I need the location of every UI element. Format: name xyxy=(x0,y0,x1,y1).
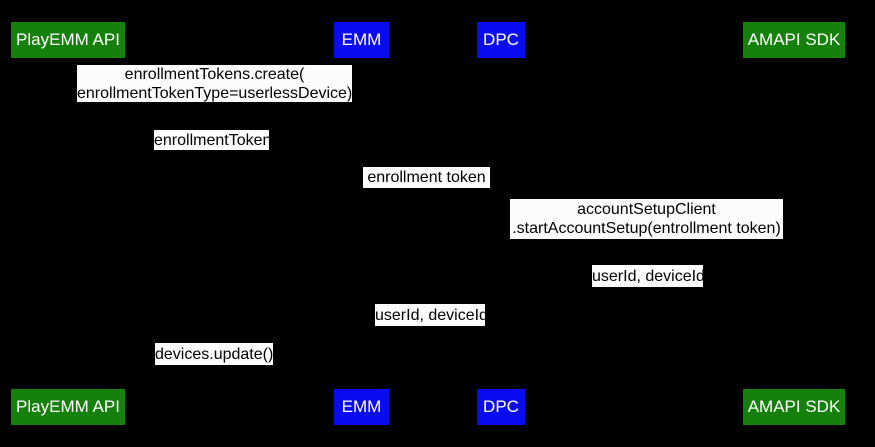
message-line: devices.update() xyxy=(155,345,274,363)
actor-dpc-top: DPC xyxy=(477,22,525,58)
message-enrollment-token-forward: enrollment token xyxy=(363,167,490,188)
message-line: userId, deviceId xyxy=(592,267,705,285)
actor-playemm-api-top: PlayEMM API xyxy=(11,22,125,58)
message-enrollment-tokens-create: enrollmentTokens.create( enrollmentToken… xyxy=(77,65,352,102)
message-line: enrollmentToken xyxy=(154,131,272,149)
message-line: enrollment token xyxy=(367,169,486,186)
actor-amapi-sdk-bottom: AMAPI SDK xyxy=(743,389,845,425)
message-line: .startAccountSetup(entrollment token) xyxy=(512,220,781,237)
message-start-account-setup: accountSetupClient .startAccountSetup(en… xyxy=(510,199,783,239)
actor-dpc-bottom: DPC xyxy=(477,389,525,425)
message-line: userId, deviceId xyxy=(375,306,488,324)
actor-emm-bottom: EMM xyxy=(334,389,389,425)
message-devices-update: devices.update() xyxy=(155,343,273,365)
message-userid-deviceid-sdk-to-dpc: userId, deviceId xyxy=(592,265,705,287)
message-enrollment-token-return: enrollmentToken xyxy=(154,130,272,150)
actor-playemm-api-bottom: PlayEMM API xyxy=(11,389,125,425)
message-line: accountSetupClient xyxy=(577,201,716,218)
message-line: enrollmentTokenType=userlessDevice) xyxy=(77,84,353,102)
actor-emm-top: EMM xyxy=(334,22,389,58)
message-line: enrollmentTokens.create( xyxy=(124,65,305,83)
actor-amapi-sdk-top: AMAPI SDK xyxy=(743,22,845,58)
message-userid-deviceid-dpc-to-emm: userId, deviceId xyxy=(375,304,488,326)
